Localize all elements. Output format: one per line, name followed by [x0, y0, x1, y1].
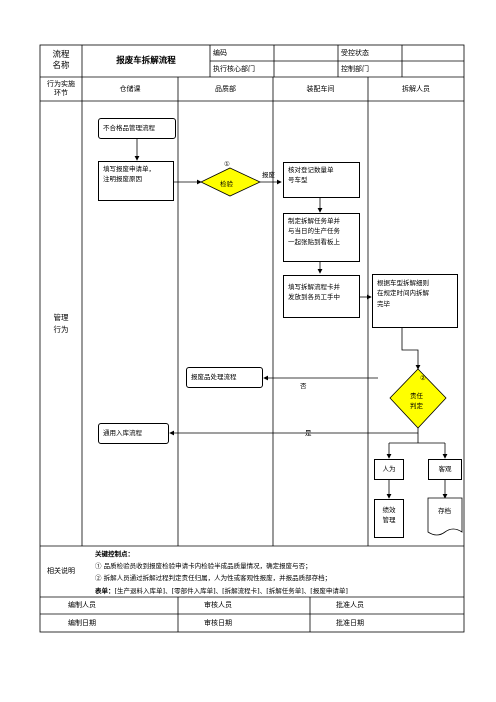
edge-scrap-label: 报废 — [262, 171, 275, 179]
dismantle-node: 根据车型拆解细则 在规定时间内拆解 完毕 — [372, 274, 458, 328]
lane-row-label: 行为实施 环节 — [47, 80, 75, 97]
control-point-2-mark: ② — [420, 374, 426, 382]
inspection-diamond — [200, 167, 261, 197]
archive-document-shape — [427, 497, 463, 536]
nonconforming-process-node: 不合格品管理流程 — [98, 118, 176, 139]
approver-label: 批准人员 — [336, 601, 364, 610]
scrap-request-node: 填写报废申请单， 注明报废原因 — [98, 161, 174, 201]
performance-node: 绩效 管理 — [374, 499, 404, 538]
notes-forms: 表单：[生产退料入库单]、[零部件入库单]、[拆解流程卡]、[拆解任务单]、[报… — [95, 585, 348, 595]
archive-label: 存档 — [438, 507, 451, 515]
warehouse-in-process-node: 通用入库流程 — [98, 423, 169, 444]
forms-label: 表单： — [95, 587, 115, 595]
lane-quality: 品质部 — [215, 84, 236, 93]
responsibility-label: 责任 判定 — [410, 392, 423, 411]
task-sheet-node: 制定拆解任务单并 与当日的生产任务 一起张贴到看板上 — [283, 213, 360, 262]
lane-warehouse: 仓储课 — [119, 84, 141, 93]
exec-dept-label: 执行核心部门 — [213, 64, 255, 73]
flow-card-node: 填写拆解流程卡并 发放到各员工手中 — [283, 275, 360, 318]
code-label: 编码 — [213, 48, 227, 57]
process-name-label: 流程 名称 — [52, 50, 70, 71]
edge-yes-label: 是 — [305, 429, 312, 437]
notes-line-2: ② 拆解人员通过拆解过程判定责任归属，人为性或客观性报废，并报品质部存档； — [95, 574, 332, 582]
control-status-label: 受控状态 — [341, 48, 369, 57]
responsibility-diamond — [389, 368, 447, 429]
human-cause-node: 人为 — [374, 459, 404, 480]
notes-line-1: ① 品质检验员收到报废检验申请卡内检验半成品质量情况，确定报废与否； — [95, 562, 312, 570]
review-date-label: 审核日期 — [204, 618, 232, 627]
verify-quantity-node: 核对登记数量单 号车型 — [283, 162, 360, 198]
control-point-1-mark: ① — [224, 160, 230, 168]
compile-date-label: 编制日期 — [68, 618, 96, 627]
scrap-handling-process-node: 报废品处理流程 — [186, 367, 263, 388]
approve-date-label: 批准日期 — [336, 618, 364, 627]
page-title: 报废车拆解流程 — [116, 55, 176, 66]
forms-list: [生产退料入库单]、[零部件入库单]、[拆解流程卡]、[拆解任务单]、[报废申请… — [114, 587, 348, 595]
lane-assembly: 装配车间 — [306, 84, 335, 93]
control-dept-label: 控制部门 — [341, 64, 369, 73]
objective-cause-node: 客观 — [428, 459, 462, 480]
compiler-label: 编制人员 — [68, 601, 96, 610]
reviewer-label: 审核人员 — [204, 601, 232, 610]
notes-heading: 关键控制点： — [95, 550, 134, 558]
management-label: 管理 行为 — [53, 312, 69, 334]
notes-label: 相关说明 — [47, 567, 75, 576]
lane-dismantler: 拆解人员 — [402, 84, 430, 93]
inspection-label: 检验 — [220, 180, 233, 188]
edge-no-label: 否 — [300, 382, 307, 390]
